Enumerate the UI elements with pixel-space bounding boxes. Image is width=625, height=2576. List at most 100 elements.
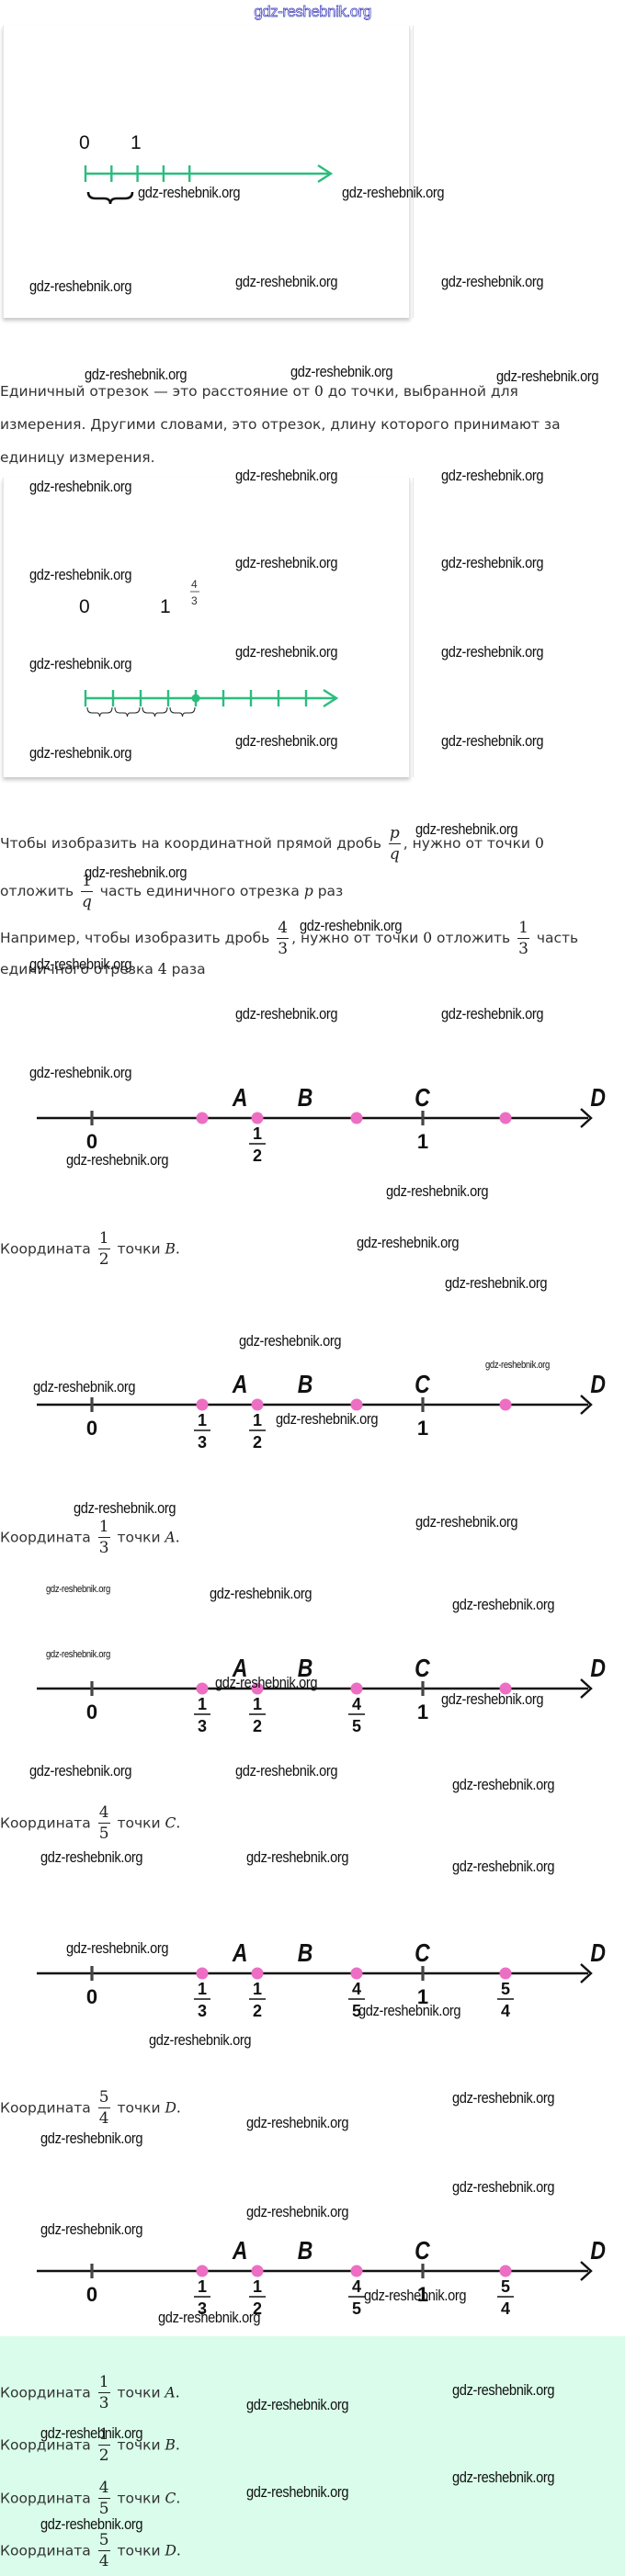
axis-label: 1 [417, 1700, 428, 1723]
point-label-a: A [232, 1655, 247, 1683]
watermark-text: gdz-reshebnik.org [485, 1360, 550, 1371]
watermark-text: gdz-reshebnik.org [46, 1584, 110, 1595]
definition-line-1: Единичный отрезок — это расстояние от 0 … [0, 383, 518, 400]
coordinate-den: 5 [352, 1717, 361, 1735]
coordinate-num: 1 [253, 1124, 262, 1143]
point-c [350, 1682, 363, 1695]
point-label-d: D [590, 1939, 606, 1968]
point-four-thirds [191, 694, 200, 703]
point-label-c: C [415, 1655, 430, 1683]
watermark-text: gdz-reshebnik.org [29, 478, 132, 495]
point-label-a: A [232, 1939, 247, 1968]
site-header: gdz-reshebnik.org [0, 0, 625, 28]
point-label-c: C [415, 1939, 430, 1968]
coordinate-den: 4 [501, 2299, 510, 2318]
point-a [196, 1682, 209, 1695]
watermark-text: gdz-reshebnik.org [29, 655, 132, 672]
label-zero: 0 [79, 596, 90, 617]
watermark-text: gdz-reshebnik.org [452, 2178, 555, 2196]
watermark-text: gdz-reshebnik.org [357, 1234, 460, 1251]
point-b [251, 1682, 264, 1695]
watermark-text: gdz-reshebnik.org [441, 732, 544, 750]
coordinate-prefix: Координата [0, 2490, 96, 2507]
label-one: 1 [160, 596, 171, 617]
coordinate-mid: точки [112, 2542, 165, 2559]
point-d [499, 1112, 512, 1124]
coordinate-den: 2 [253, 2002, 262, 2020]
watermark-text: gdz-reshebnik.org [441, 1690, 544, 1708]
coordinate-prefix: Координата [0, 2542, 96, 2559]
watermark-text: gdz-reshebnik.org [40, 2130, 143, 2147]
watermark-text: gdz-reshebnik.org [210, 1585, 312, 1602]
point-d [499, 1682, 512, 1695]
coordinate-prefix: Координата [0, 1814, 96, 1832]
point-label-a: A [232, 2237, 247, 2265]
coordinate-den: 4 [501, 2002, 510, 2020]
watermark-text: gdz-reshebnik.org [66, 1151, 169, 1169]
axis-label: 1 [417, 2283, 428, 2306]
point-name: A [165, 2384, 176, 2401]
coordinate-num: 1 [253, 1980, 262, 1998]
watermark-text: gdz-reshebnik.org [386, 1182, 489, 1200]
watermark-text: gdz-reshebnik.org [46, 1649, 110, 1660]
coordinate-num: 1 [253, 1695, 262, 1713]
point-label-b: B [298, 1655, 313, 1683]
point-c [350, 1398, 363, 1411]
watermark-text: gdz-reshebnik.org [40, 2424, 143, 2442]
point-name: D [165, 2099, 176, 2117]
point-b [251, 1112, 264, 1124]
watermark-text: gdz-reshebnik.org [415, 1513, 518, 1531]
coordinate-suffix: . [176, 2542, 181, 2559]
axis-label: 0 [86, 1130, 97, 1153]
watermark-text: gdz-reshebnik.org [158, 2309, 261, 2326]
figure-fraction-card [3, 478, 410, 777]
watermark-text: gdz-reshebnik.org [29, 1064, 132, 1081]
rule-paragraph: Чтобы изобразить на координатной прямой … [0, 819, 616, 915]
watermark-text: gdz-reshebnik.org [33, 1378, 136, 1395]
watermark-text: gdz-reshebnik.org [235, 554, 338, 571]
point-label-d: D [590, 1371, 606, 1399]
definition-line-3: единицу измерения. [0, 449, 155, 466]
point-label-b: B [298, 1939, 313, 1968]
coordinate-den: 2 [253, 2299, 262, 2318]
watermark-text: gdz-reshebnik.org [40, 2220, 143, 2238]
watermark-text: gdz-reshebnik.org [239, 1332, 342, 1350]
watermark-text: gdz-reshebnik.org [441, 273, 544, 290]
watermark-text: gdz-reshebnik.org [364, 2287, 467, 2304]
coordinate-suffix: . [175, 2384, 180, 2401]
coordinate-num: 4 [352, 1980, 361, 1998]
axis-arrow-icon [323, 688, 339, 708]
point-c [350, 1967, 363, 1980]
coordinate-mid: точки [112, 2436, 165, 2454]
point-d [499, 2265, 512, 2277]
watermark-text: gdz-reshebnik.org [276, 1410, 379, 1428]
curly-brace [142, 706, 168, 717]
site-watermark-link[interactable]: gdz-reshebnik.org [254, 3, 372, 21]
coordinate-mid: точки [112, 2099, 165, 2117]
point-label-d: D [590, 1084, 606, 1113]
point-label-b: B [298, 1371, 313, 1399]
curly-brace [169, 706, 196, 717]
coordinate-mid: точки [112, 1529, 165, 1546]
watermark-text: gdz-reshebnik.org [452, 1776, 555, 1793]
watermark-text: gdz-reshebnik.org [40, 1848, 143, 1866]
watermark-text: gdz-reshebnik.org [452, 1596, 555, 1613]
coordinate-prefix: Координата [0, 2436, 96, 2454]
point-label-b: B [298, 2237, 313, 2265]
coordinate-mid: точки [112, 1814, 165, 1832]
point-label-den: 3 [191, 594, 198, 607]
